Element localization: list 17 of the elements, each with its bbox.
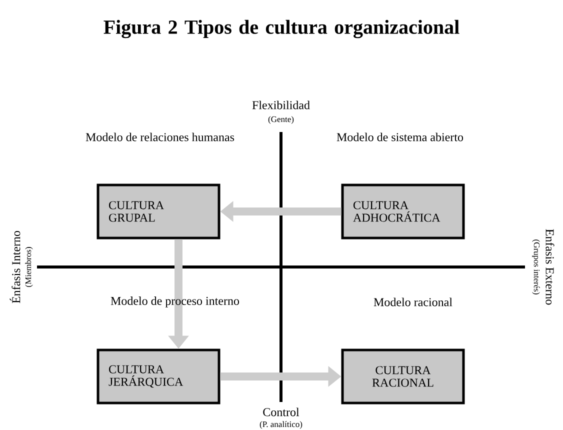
- culture-box: CULTURA ADHOCRÁTICA: [341, 184, 465, 240]
- culture-box: CULTURA JERÁRQUICA: [96, 348, 220, 404]
- quadrant-label: Modelo de proceso interno: [110, 296, 240, 308]
- axis-label: Flexibilidad: [252, 100, 310, 110]
- culture-box: CULTURA GRUPAL: [96, 184, 220, 240]
- axis-label: (Gente): [268, 116, 294, 124]
- title: Figura 2 Tipos de cultura organizacional: [104, 20, 460, 38]
- axis-label: Enfasis Externo: [546, 229, 554, 305]
- quadrant-label: Modelo racional: [374, 298, 452, 306]
- quadrant-label: Modelo de relaciones humanas: [86, 132, 234, 142]
- quadrant-label: Modelo de sistema abierto: [336, 132, 464, 142]
- axis-label: Control: [263, 408, 300, 416]
- axis-label: Énfasis Interno: [10, 230, 20, 304]
- axis-label: (Grupos interés): [532, 240, 540, 294]
- axis-label: (P. analítico): [260, 421, 302, 429]
- culture-box: CULTURA RACIONAL: [341, 348, 465, 404]
- axis-label: (Miembros): [25, 247, 33, 287]
